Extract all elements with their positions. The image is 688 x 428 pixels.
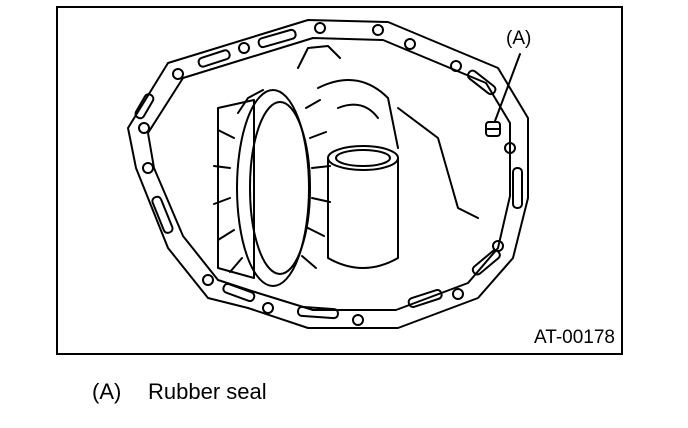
differential-case-drawing bbox=[127, 19, 529, 329]
diagram-figure: (A) AT-00178 bbox=[56, 6, 623, 355]
callout-leader bbox=[494, 53, 521, 122]
figure-id: AT-00178 bbox=[534, 327, 615, 348]
rubber-seal-marker bbox=[485, 121, 501, 137]
differential-housing bbox=[217, 99, 255, 279]
flange-slots bbox=[134, 28, 523, 320]
ring-gear bbox=[213, 89, 331, 287]
legend: (A) Rubber seal bbox=[92, 381, 267, 403]
callout-label-a: (A) bbox=[506, 28, 532, 49]
case-flange-inner bbox=[147, 37, 511, 311]
bearing-cup bbox=[327, 157, 399, 269]
bearing-cup-top bbox=[327, 145, 399, 171]
case-flange-outline bbox=[127, 19, 529, 329]
legend-description: Rubber seal bbox=[148, 379, 267, 404]
case-rib bbox=[297, 45, 479, 219]
side-bearing bbox=[317, 79, 399, 149]
legend-key: (A) bbox=[92, 379, 122, 404]
